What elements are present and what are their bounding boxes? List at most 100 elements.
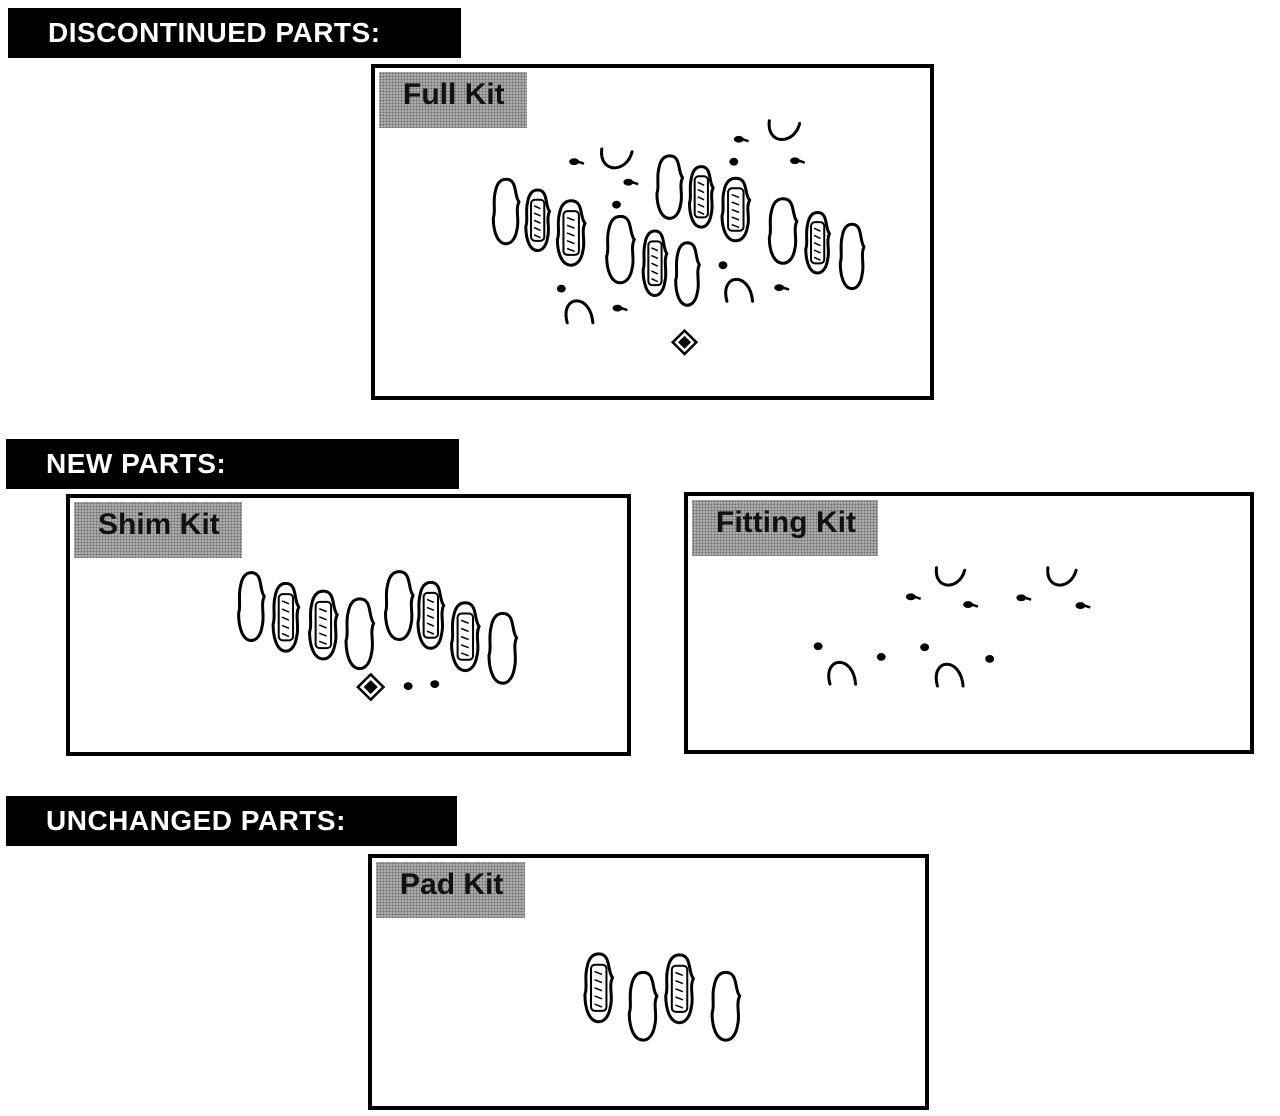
pad-marking-icon bbox=[319, 625, 326, 628]
full-kit-illustration bbox=[375, 68, 930, 396]
pad-marking-icon bbox=[732, 210, 739, 213]
pad-marking-icon bbox=[814, 250, 820, 253]
bushing-icon bbox=[430, 680, 440, 689]
pad-marking-icon bbox=[282, 601, 289, 604]
pad-friction-icon bbox=[672, 966, 687, 1012]
pad-kit-illustration bbox=[372, 858, 925, 1106]
shim-plate-icon bbox=[657, 156, 683, 218]
pad-marking-icon bbox=[595, 1004, 602, 1007]
retaining-clip-icon bbox=[829, 662, 856, 684]
grease-packet-icon bbox=[673, 331, 697, 354]
pad-marking-icon bbox=[732, 195, 739, 198]
pin-shaft-icon bbox=[1025, 598, 1031, 600]
pad-backing-icon bbox=[418, 582, 444, 648]
pad-marking-icon bbox=[698, 197, 704, 200]
pad-marking-icon bbox=[698, 182, 704, 185]
pad-backing-icon bbox=[273, 583, 299, 651]
shim-plate-icon bbox=[346, 599, 374, 669]
kit-label-fitting: Fitting Kit bbox=[692, 500, 878, 556]
pad-marking-icon bbox=[282, 617, 289, 620]
pad-marking-icon bbox=[319, 617, 326, 620]
shim-plate-icon bbox=[607, 216, 635, 282]
pad-marking-icon bbox=[319, 641, 326, 644]
pad-marking-icon bbox=[427, 607, 434, 610]
shim-kit-box: Shim Kit bbox=[66, 494, 631, 756]
pad-marking-icon bbox=[732, 217, 739, 220]
brake-pad-icon bbox=[418, 582, 444, 648]
brake-pad-icon bbox=[273, 583, 299, 651]
shim-plate-icon bbox=[840, 224, 864, 288]
bushing-icon bbox=[920, 643, 930, 652]
guide-pin-icon bbox=[623, 178, 638, 186]
pin-head-icon bbox=[774, 284, 785, 292]
bushing-icon bbox=[729, 157, 739, 166]
pin-head-icon bbox=[905, 593, 916, 601]
pad-marking-icon bbox=[595, 988, 602, 991]
pad-marking-icon bbox=[675, 997, 682, 1000]
pad-backing-icon bbox=[585, 954, 613, 1022]
kit-label-full: Full Kit bbox=[379, 72, 527, 128]
guide-pin-icon bbox=[905, 593, 921, 601]
pin-shaft-icon bbox=[1084, 606, 1090, 608]
pad-marking-icon bbox=[732, 202, 739, 205]
brake-pad-icon bbox=[643, 231, 667, 295]
pad-marking-icon bbox=[651, 271, 657, 274]
pin-head-icon bbox=[569, 158, 580, 166]
guide-pin-icon bbox=[790, 157, 805, 165]
shim-kit-illustration bbox=[70, 498, 627, 752]
pad-marking-icon bbox=[675, 981, 682, 984]
guide-pin-icon bbox=[774, 284, 789, 292]
pin-shaft-icon bbox=[621, 308, 627, 310]
bushing-icon bbox=[612, 200, 621, 209]
pad-marking-icon bbox=[534, 206, 540, 209]
section-heading-discontinued: DISCONTINUED PARTS: bbox=[8, 8, 461, 58]
retaining-clip-icon bbox=[726, 279, 753, 301]
pad-marking-icon bbox=[675, 989, 682, 992]
bushing-icon bbox=[403, 682, 413, 690]
shim-plate-icon bbox=[489, 613, 517, 683]
pad-marking-icon bbox=[282, 634, 289, 637]
shim-plate-icon bbox=[493, 179, 519, 243]
bushing-icon bbox=[718, 261, 728, 270]
bushing-icon bbox=[556, 284, 566, 293]
pad-marking-icon bbox=[567, 218, 574, 221]
section-heading-new: NEW PARTS: bbox=[6, 439, 459, 489]
pin-shaft-icon bbox=[743, 139, 749, 141]
pad-friction-icon bbox=[316, 602, 331, 648]
pin-shaft-icon bbox=[632, 182, 638, 184]
pad-marking-icon bbox=[675, 1005, 682, 1008]
pad-marking-icon bbox=[567, 225, 574, 228]
pad-marking-icon bbox=[698, 204, 704, 207]
bushing-icon bbox=[876, 653, 886, 661]
pad-marking-icon bbox=[461, 653, 468, 656]
pad-marking-icon bbox=[461, 628, 468, 631]
brake-pad-icon bbox=[557, 201, 585, 265]
pad-backing-icon bbox=[452, 603, 480, 671]
retaining-clip-icon bbox=[936, 568, 964, 585]
brake-pad-icon bbox=[666, 955, 694, 1023]
pin-shaft-icon bbox=[799, 161, 805, 163]
pad-marking-icon bbox=[567, 248, 574, 251]
pad-backing-icon bbox=[689, 167, 713, 228]
pad-friction-icon bbox=[458, 614, 473, 660]
section-heading-unchanged: UNCHANGED PARTS: bbox=[6, 796, 457, 846]
packet-outline-icon bbox=[358, 674, 384, 699]
pad-friction-icon bbox=[279, 594, 293, 640]
bushing-icon bbox=[813, 642, 823, 651]
shim-plate-icon bbox=[629, 972, 657, 1040]
brake-pad-icon bbox=[452, 603, 480, 671]
pad-marking-icon bbox=[698, 190, 704, 193]
pad-marking-icon bbox=[461, 645, 468, 648]
pad-marking-icon bbox=[595, 996, 602, 999]
pad-friction-icon bbox=[811, 222, 824, 263]
pad-marking-icon bbox=[282, 609, 289, 612]
pad-marking-icon bbox=[698, 211, 704, 214]
retaining-clip-icon bbox=[602, 149, 633, 168]
pad-marking-icon bbox=[282, 625, 289, 628]
packet-fill-icon bbox=[678, 335, 692, 349]
retaining-clip-icon bbox=[566, 301, 593, 323]
pad-friction-icon bbox=[563, 211, 578, 255]
pad-marking-icon bbox=[651, 279, 657, 282]
retaining-clip-icon bbox=[1048, 568, 1076, 585]
brake-pad-icon bbox=[310, 591, 338, 659]
